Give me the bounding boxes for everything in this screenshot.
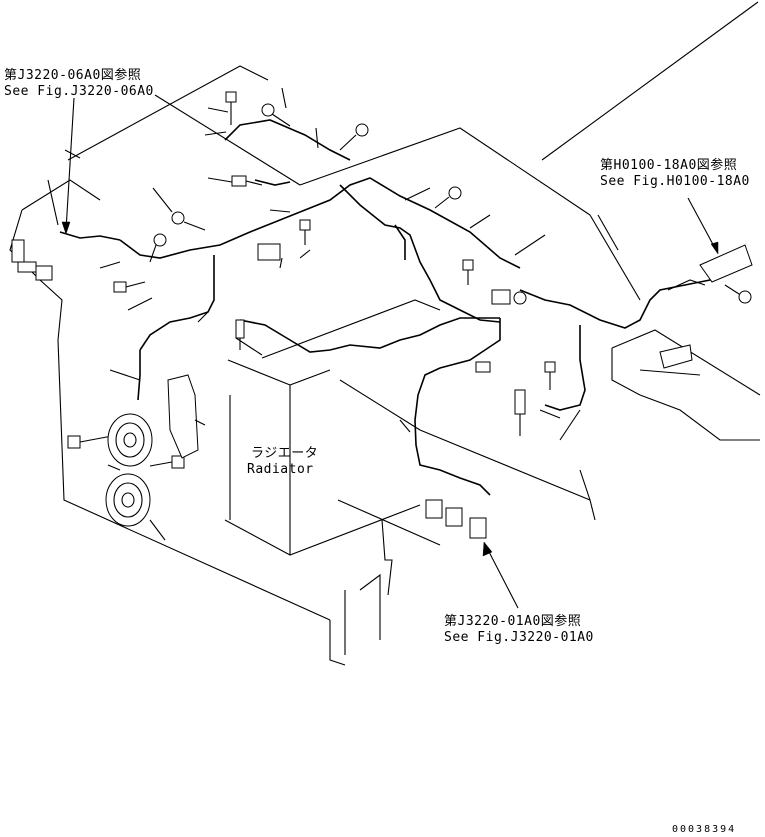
- radiator-label-jp: ラジエータ: [251, 446, 319, 461]
- bolt-1: [225, 91, 237, 125]
- grommet-center: [513, 291, 527, 305]
- right-block: [659, 344, 693, 369]
- drawing-number: 00038394: [672, 824, 737, 835]
- bolt-13: [67, 435, 113, 449]
- radiator-label-en: Radiator: [247, 462, 314, 477]
- leader-lines: [47, 87, 719, 609]
- connector-bottom-2: [445, 507, 463, 527]
- relay-box: [257, 243, 281, 261]
- ref-bottom-en: See Fig.J3220-01A0: [444, 630, 594, 645]
- bolt-14: [149, 455, 185, 469]
- sensor-right: [514, 389, 526, 436]
- ref-top-right-jp: 第H0100-18A0図参照: [600, 158, 738, 173]
- connector-left-2: [17, 261, 37, 273]
- ref-top-left-jp: 第J3220-06A0図参照: [4, 68, 142, 83]
- bolt-5: [171, 211, 206, 231]
- bolt-4: [231, 175, 263, 187]
- body-outline: [9, 1, 761, 666]
- wire-harness: [59, 119, 721, 496]
- bolt-6: [149, 233, 167, 263]
- connector-center: [491, 289, 511, 305]
- bolt-10: [462, 259, 474, 285]
- horn-upper: [107, 413, 153, 467]
- bolt-12: [724, 284, 752, 304]
- bolt-7: [113, 281, 146, 293]
- bolt-8: [434, 186, 462, 209]
- connector-left-1: [11, 239, 25, 263]
- sensor-left: [235, 319, 245, 350]
- sensor-center: [475, 361, 491, 373]
- bolt-3: [339, 123, 369, 151]
- horn-lower: [105, 473, 151, 527]
- components: [11, 91, 753, 539]
- horn-bracket: [167, 374, 199, 459]
- connector-bottom-3: [469, 517, 487, 539]
- right-bracket: [699, 244, 753, 283]
- connector-bottom-1: [425, 499, 443, 519]
- connector-left-3: [35, 265, 53, 281]
- bolt-9: [299, 219, 311, 245]
- bolt-2: [261, 103, 291, 127]
- ref-top-right-en: See Fig.H0100-18A0: [600, 174, 750, 189]
- bolt-11: [544, 361, 556, 390]
- ref-top-left-en: See Fig.J3220-06A0: [4, 84, 154, 99]
- ref-bottom-jp: 第J3220-01A0図参照: [444, 614, 582, 629]
